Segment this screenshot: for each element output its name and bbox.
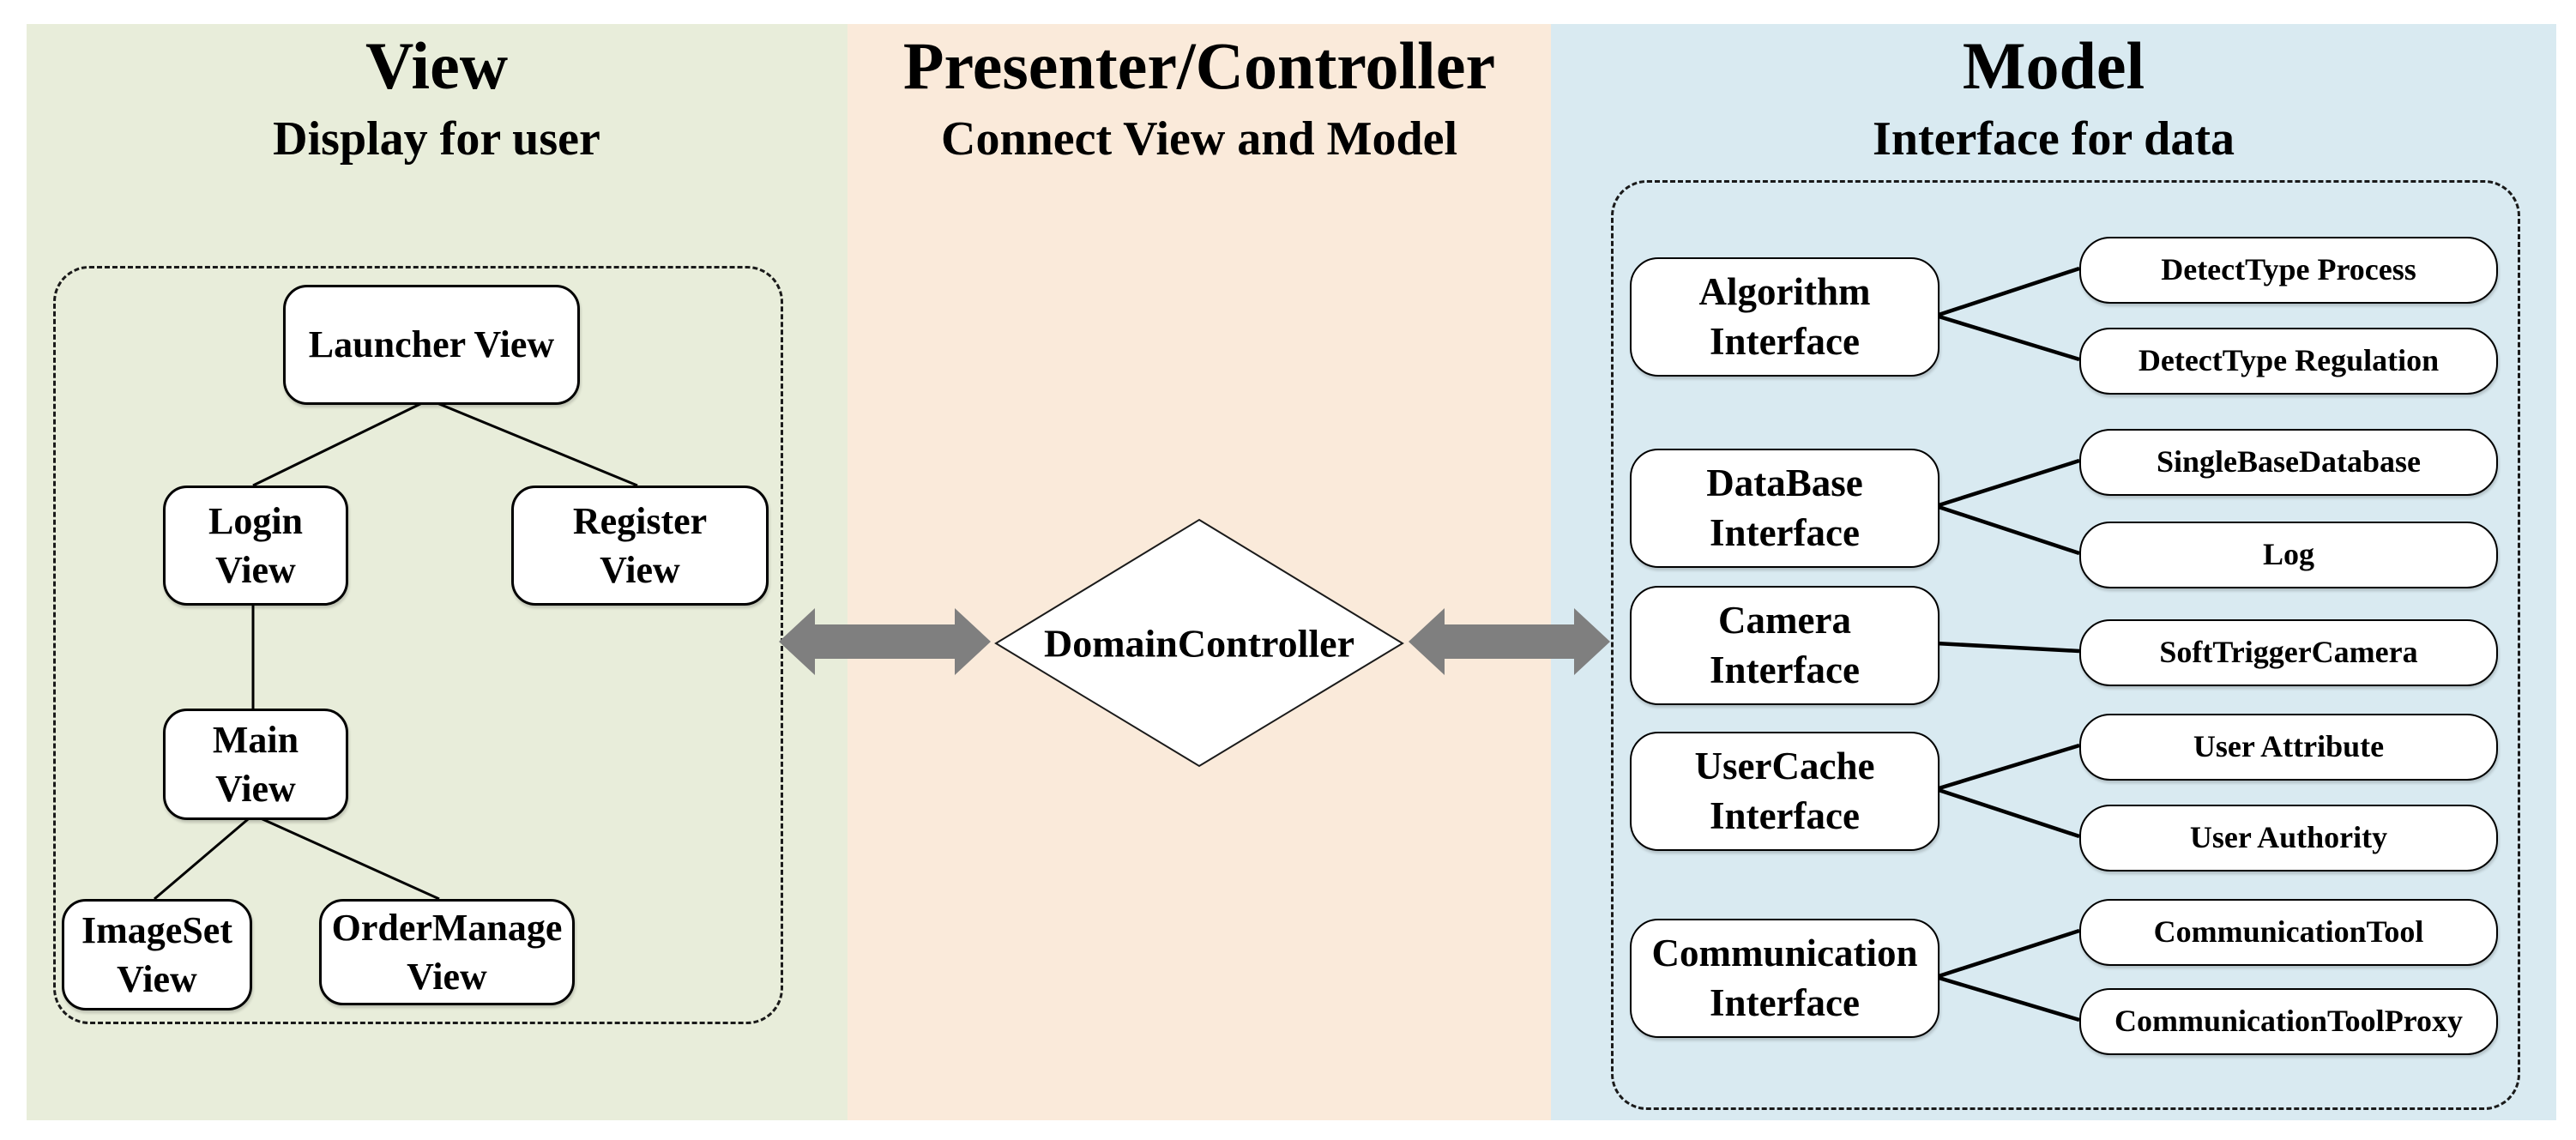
node-label: UserCache Interface xyxy=(1694,744,1875,837)
node-log: Log xyxy=(2079,522,2498,588)
node-label: User Authority xyxy=(2189,820,2388,855)
node-main-view: Main View xyxy=(163,709,348,820)
view-group-container xyxy=(53,266,783,1024)
node-label: Main View xyxy=(212,718,299,810)
edge-camera-softtrigger xyxy=(1935,641,2080,654)
node-register-view: Register View xyxy=(511,486,769,606)
model-group-container xyxy=(1611,180,2520,1110)
view-tree-edges xyxy=(154,398,638,901)
node-user-authority: User Authority xyxy=(2079,805,2498,872)
view-column-title: View xyxy=(365,28,509,103)
edge-launcher-login xyxy=(252,398,430,487)
node-communicationtoolproxy: CommunicationToolProxy xyxy=(2079,988,2498,1055)
node-label: DetectType Regulation xyxy=(2138,343,2440,378)
node-imageset-view: ImageSet View xyxy=(62,899,252,1010)
edge-usercache-authority xyxy=(1935,787,2080,839)
node-label: Communication Interface xyxy=(1651,931,1918,1024)
node-database-interface: DataBase Interface xyxy=(1630,449,1940,568)
presenter-column-title: Presenter/Controller xyxy=(902,28,1496,103)
edge-launcher-register xyxy=(428,398,638,487)
node-launcher-view: Launcher View xyxy=(283,285,580,405)
node-singlebasedatabase: SingleBaseDatabase xyxy=(2079,429,2498,496)
edge-algorithm-process xyxy=(1935,266,2080,318)
view-column-subtitle: Display for user xyxy=(273,112,600,166)
edge-database-singlebase xyxy=(1935,458,2080,509)
edge-database-log xyxy=(1935,504,2080,556)
node-communication-interface: Communication Interface xyxy=(1630,919,1940,1038)
edge-main-ordermanage xyxy=(252,813,440,901)
node-softtriggercamera: SoftTriggerCamera xyxy=(2079,619,2498,686)
node-label: CommunicationTool xyxy=(2153,914,2424,950)
node-label: Launcher View xyxy=(308,323,555,366)
edge-communication-toolproxy xyxy=(1935,974,2080,1022)
node-ordermanage-view: OrderManage View xyxy=(319,899,575,1005)
node-label: DetectType Process xyxy=(2161,252,2416,287)
node-usercache-interface: UserCache Interface xyxy=(1630,732,1940,851)
node-login-view: Login View xyxy=(163,486,348,606)
node-detecttype-process: DetectType Process xyxy=(2079,237,2498,304)
node-label: ImageSet View xyxy=(81,908,232,1000)
node-label: Camera Interface xyxy=(1710,598,1860,691)
model-edges xyxy=(1935,266,2080,1022)
node-detecttype-regulation: DetectType Regulation xyxy=(2079,328,2498,395)
node-user-attribute: User Attribute xyxy=(2079,714,2498,781)
node-label: SoftTriggerCamera xyxy=(2159,635,2418,670)
edge-usercache-attribute xyxy=(1935,743,2080,792)
node-label: User Attribute xyxy=(2193,729,2385,764)
node-label: OrderManage View xyxy=(331,906,563,998)
domain-controller-label: DomainController xyxy=(1043,621,1355,666)
node-label: CommunicationToolProxy xyxy=(2114,1004,2464,1039)
edge-communication-tool xyxy=(1935,928,2080,980)
node-communicationtool: CommunicationTool xyxy=(2079,899,2498,966)
edge-main-imageset xyxy=(154,813,254,901)
model-column-title: Model xyxy=(1962,28,2145,103)
view-presenter-bidirectional-arrow-icon xyxy=(779,608,991,675)
presenter-model-bidirectional-arrow-icon xyxy=(1409,608,1610,675)
model-column-subtitle: Interface for data xyxy=(1873,112,2235,166)
node-label: DataBase Interface xyxy=(1706,461,1863,554)
node-label: Algorithm Interface xyxy=(1698,269,1871,363)
node-label: Log xyxy=(2262,537,2314,572)
domain-controller-diamond xyxy=(994,518,1404,768)
node-camera-interface: Camera Interface xyxy=(1630,586,1940,705)
node-label: SingleBaseDatabase xyxy=(2156,444,2422,480)
node-label: Register View xyxy=(572,499,708,591)
edge-algorithm-regulation xyxy=(1935,313,2080,362)
node-algorithm-interface: Algorithm Interface xyxy=(1630,257,1940,377)
presenter-column-subtitle: Connect View and Model xyxy=(941,112,1457,166)
node-label: Login View xyxy=(208,499,304,591)
